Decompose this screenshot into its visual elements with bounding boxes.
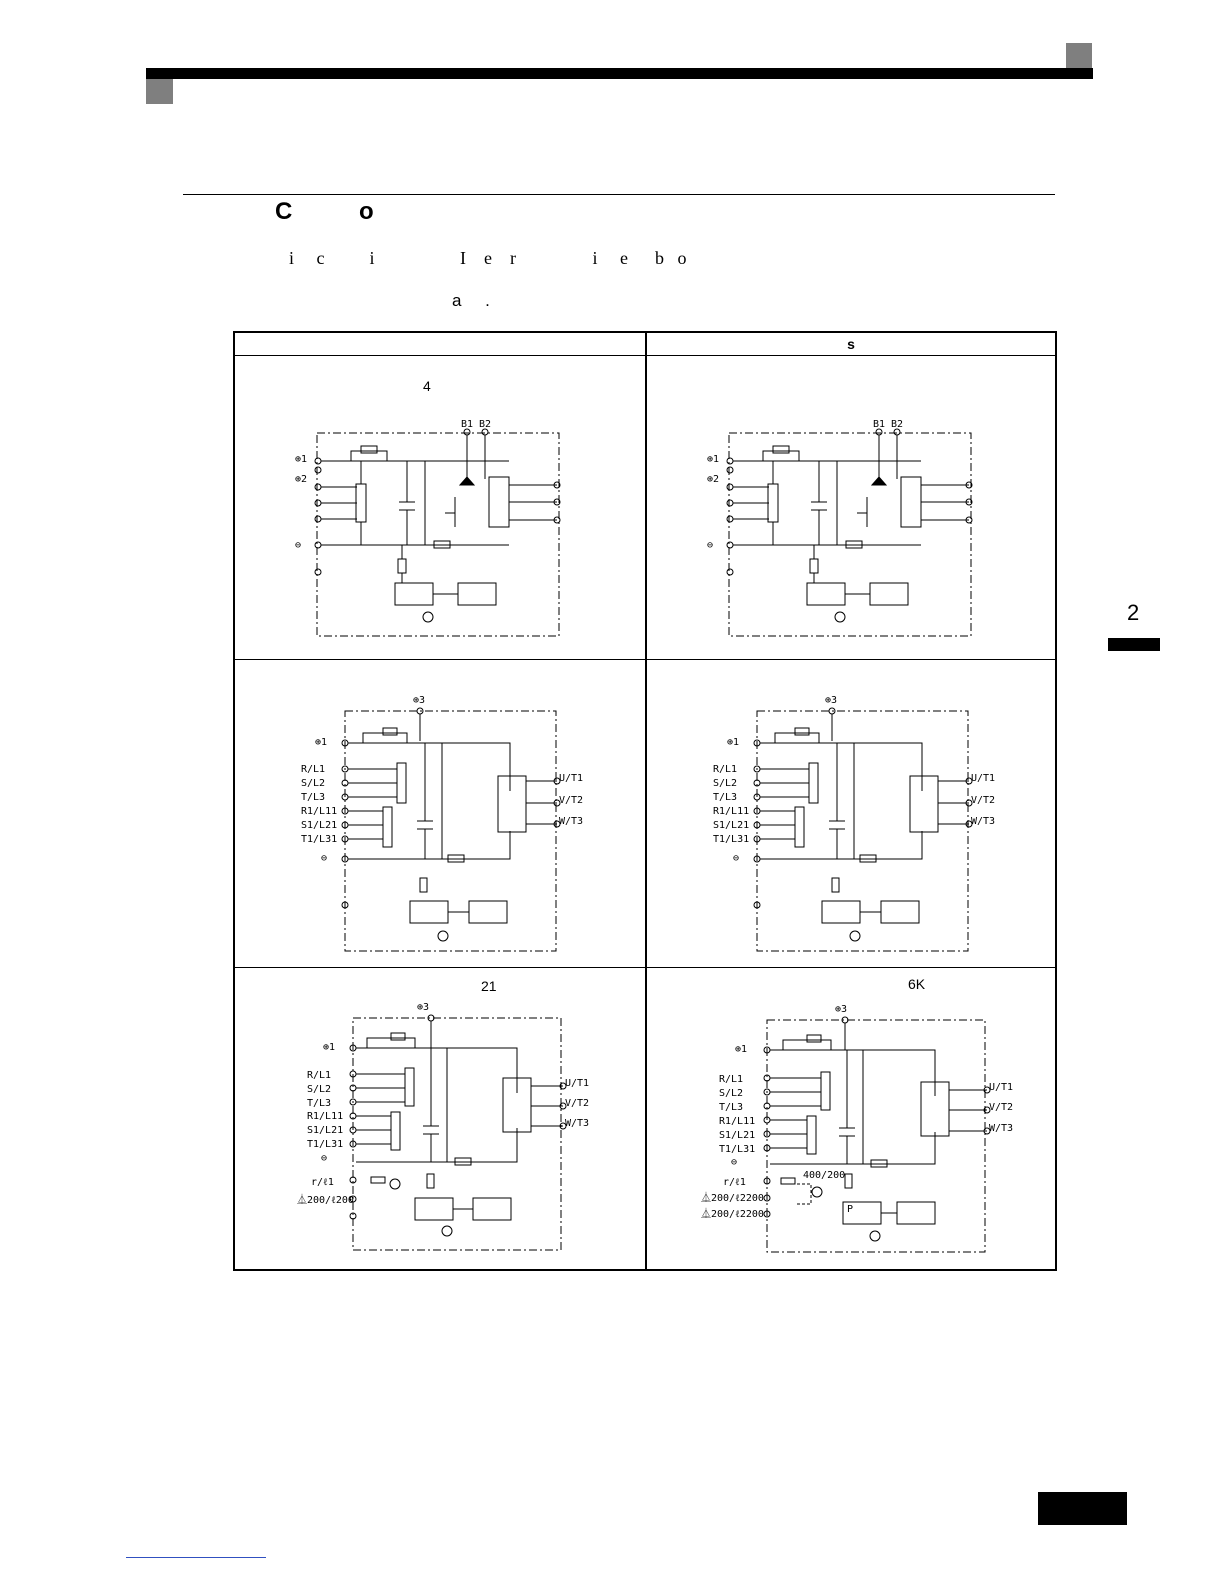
terminal-label: T/L3 xyxy=(713,792,737,803)
column-header-right: s xyxy=(647,333,1055,356)
header-bar xyxy=(146,68,1093,79)
terminal-label: S/L2 xyxy=(713,778,737,789)
row-divider xyxy=(235,659,1055,660)
terminal-label: ⏅200/ℓ2200 xyxy=(701,1191,764,1204)
terminal-label: V/T2 xyxy=(971,795,995,806)
corner-marker-right xyxy=(1066,43,1092,68)
circuit-diagram: ⊕1 ⊕2 ⊖ B1 B2 xyxy=(707,419,973,637)
terminal-label: W/T3 xyxy=(971,816,995,827)
terminal-label: R/L1 xyxy=(301,764,325,775)
terminal-label: S1/L21 xyxy=(307,1125,343,1136)
page-number-tab xyxy=(1038,1492,1127,1525)
terminal-label: R1/L11 xyxy=(301,806,337,817)
terminal-label: T/L3 xyxy=(301,792,325,803)
terminal-label: B1 xyxy=(873,419,885,430)
terminal-label: ⊖ xyxy=(707,540,713,551)
circuit-diagram-table: s 4 ⊕1 ⊕2 ⊖ B1 B2 xyxy=(233,331,1057,1271)
terminal-label: R/L1 xyxy=(719,1074,743,1085)
terminal-label: ⊕1 xyxy=(735,1044,747,1055)
row-divider xyxy=(235,967,1055,968)
terminal-label: ⊕2 xyxy=(295,474,307,485)
terminal-label: ⊕3 xyxy=(413,695,425,706)
circuit-diagram: ⊕3 ⊕1 R/L1 S/L2 T/L3 R1/L11 S1/L21 T1/L3… xyxy=(713,695,995,952)
footer-link[interactable] xyxy=(126,1557,266,1558)
cell-label: 21 xyxy=(481,978,497,994)
terminal-label: ⏅200/ℓ2200 xyxy=(701,1207,764,1220)
terminal-label: r/ℓ1 xyxy=(311,1177,334,1188)
circuit-diagram: ⊕3 ⊕1 R/L1 S/L2 T/L3 R1/L11 S1/L21 T1/L3… xyxy=(301,695,583,952)
terminal-label: R1/L11 xyxy=(713,806,749,817)
terminal-label: U/T1 xyxy=(971,773,995,784)
terminal-label: ⊕3 xyxy=(835,1004,847,1015)
terminal-label: ⊖ xyxy=(295,540,301,551)
terminal-label: B2 xyxy=(479,419,491,430)
terminal-label: r/ℓ1 xyxy=(723,1177,746,1188)
terminal-label: R1/L11 xyxy=(719,1116,755,1127)
terminal-label: R/L1 xyxy=(307,1070,331,1081)
terminal-label: U/T1 xyxy=(989,1082,1013,1093)
terminal-label: ⊖ xyxy=(731,1157,737,1168)
terminal-label: ⊖ xyxy=(733,853,739,864)
chapter-tab-bar xyxy=(1108,638,1160,651)
circuit-diagram: ⊕3 ⊕1 R/L1 S/L2 T/L3 R1/L11 S1/L21 T1/L3… xyxy=(297,1002,589,1251)
terminal-label: ⊕2 xyxy=(707,474,719,485)
body-text-line-2: a . xyxy=(452,291,490,310)
terminal-label: U/T1 xyxy=(565,1078,589,1089)
column-header-left xyxy=(235,333,645,356)
terminal-label: R/L1 xyxy=(713,764,737,775)
terminal-label: S1/L21 xyxy=(719,1130,755,1141)
cell-label: 6K xyxy=(908,976,926,992)
terminal-label: ⊕1 xyxy=(727,737,739,748)
terminal-label: R1/L11 xyxy=(307,1111,343,1122)
section-heading: C o xyxy=(275,198,374,225)
terminal-label: B1 xyxy=(461,419,473,430)
terminal-label: ⊕3 xyxy=(825,695,837,706)
terminal-label: S1/L21 xyxy=(713,820,749,831)
circuit-diagram: ⊕3 ⊕1 R/L1 S/L2 T/L3 R1/L11 S1/L21 T1/L3… xyxy=(701,1004,1013,1253)
terminal-label: V/T2 xyxy=(565,1098,589,1109)
terminal-label: V/T2 xyxy=(559,795,583,806)
terminal-label: ⊕1 xyxy=(707,454,719,465)
terminal-label: ⊕1 xyxy=(295,454,307,465)
terminal-label: T1/L31 xyxy=(713,834,749,845)
terminal-label: T1/L31 xyxy=(719,1144,755,1155)
terminal-label: W/T3 xyxy=(989,1123,1013,1134)
terminal-label: T/L3 xyxy=(307,1098,331,1109)
terminal-label: ⊖ xyxy=(321,853,327,864)
terminal-label: T1/L31 xyxy=(301,834,337,845)
terminal-label: T/L3 xyxy=(719,1102,743,1113)
terminal-label: S/L2 xyxy=(307,1084,331,1095)
terminal-label: W/T3 xyxy=(559,816,583,827)
circuit-diagram: ⊕1 ⊕2 ⊖ B1 B2 xyxy=(295,419,561,637)
terminal-label: S1/L21 xyxy=(301,820,337,831)
corner-marker-left xyxy=(146,79,173,104)
terminal-label: ⊕1 xyxy=(323,1042,335,1053)
terminal-label: ⊕3 xyxy=(417,1002,429,1013)
terminal-label: 400/200 xyxy=(803,1170,845,1181)
terminal-label: B2 xyxy=(891,419,903,430)
terminal-label: U/T1 xyxy=(559,773,583,784)
terminal-label: S/L2 xyxy=(301,778,325,789)
column-divider xyxy=(645,333,647,1269)
body-text-line-1: i c i I e r i e b o xyxy=(289,248,687,268)
terminal-label: V/T2 xyxy=(989,1102,1013,1113)
chapter-number: 2 xyxy=(1127,600,1140,625)
terminal-label: ⊖ xyxy=(321,1153,327,1164)
terminal-label: S/L2 xyxy=(719,1088,743,1099)
cell-label: 4 xyxy=(423,378,431,394)
terminal-label: ⊕1 xyxy=(315,737,327,748)
terminal-label: W/T3 xyxy=(565,1118,589,1129)
terminal-label: T1/L31 xyxy=(307,1139,343,1150)
terminal-label: ⏅200/ℓ200 xyxy=(297,1193,354,1206)
terminal-label: P xyxy=(847,1204,853,1215)
section-rule xyxy=(183,194,1055,195)
